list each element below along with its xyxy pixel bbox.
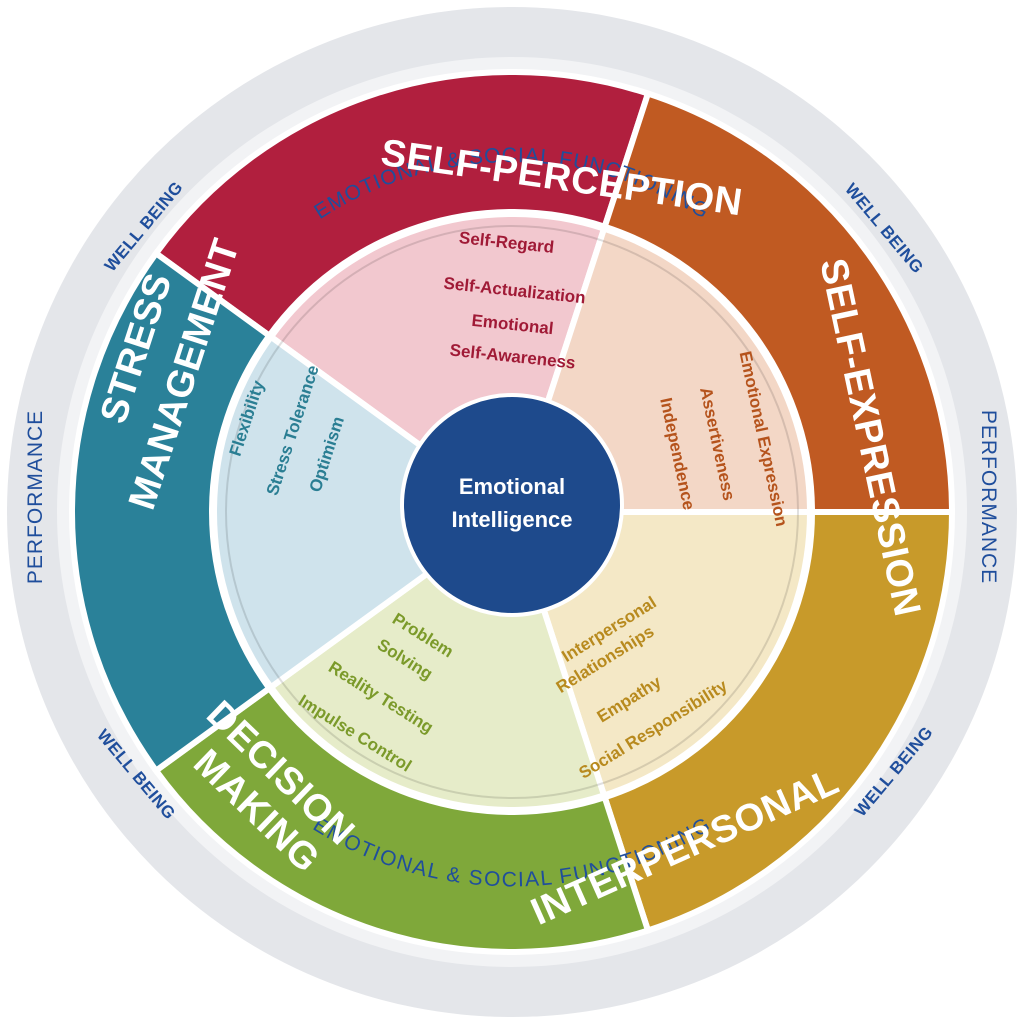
ring-label-right: PERFORMANCE [977, 410, 1000, 584]
center-label-line2: Intelligence [451, 507, 572, 532]
composite-wedge-stress-management [211, 332, 518, 692]
center-circle [400, 393, 624, 617]
inner-ring-line [225, 225, 799, 799]
center-label-line1: Emotional [459, 474, 565, 499]
ring-label-left: PERFORMANCE [24, 410, 47, 584]
composite-segments [69, 69, 956, 955]
